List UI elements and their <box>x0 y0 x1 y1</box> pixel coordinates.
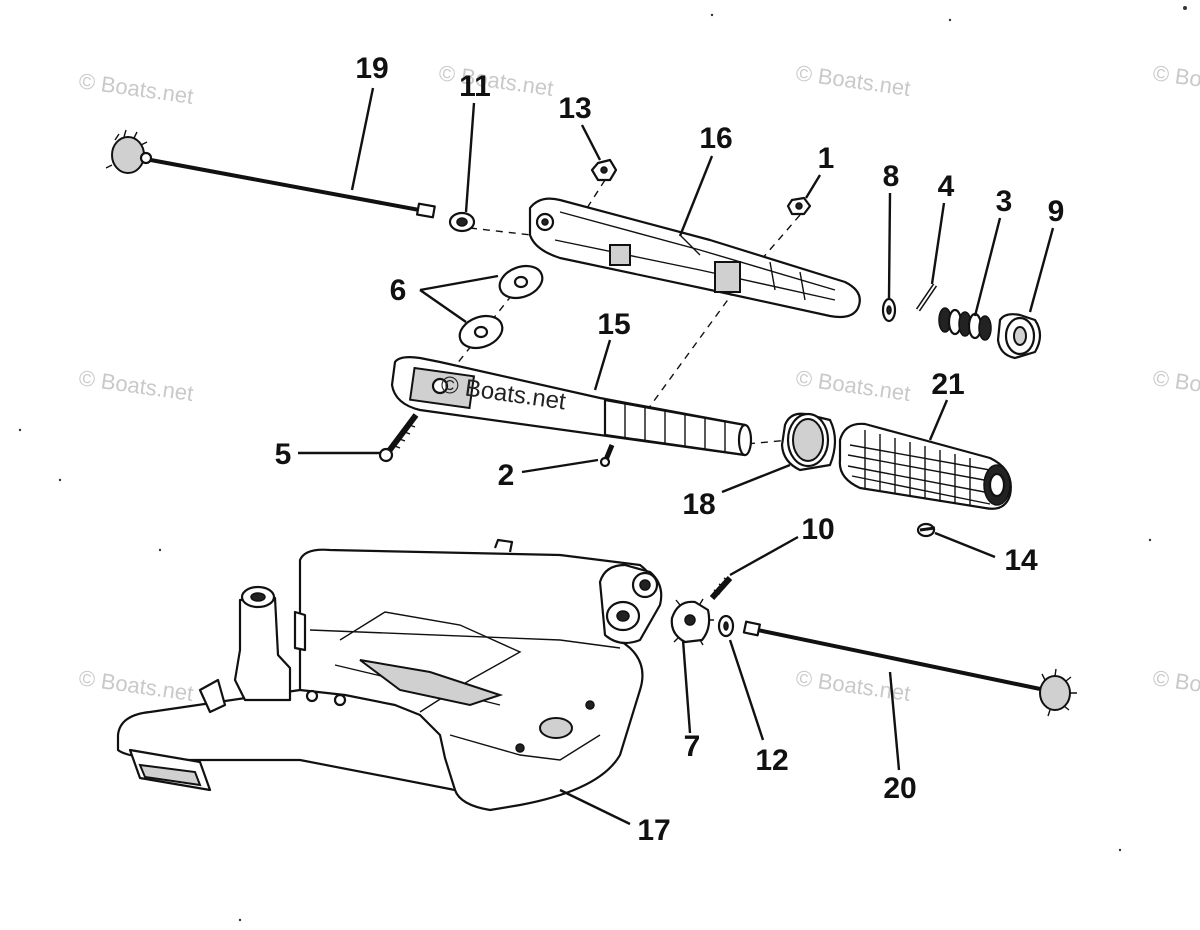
callout-17: 17 <box>637 814 670 847</box>
part-9-cap <box>996 313 1042 360</box>
part-6-washers <box>458 264 544 350</box>
part-16-upper-handle <box>528 197 861 319</box>
callout-16: 16 <box>699 122 732 155</box>
callout-7: 7 <box>684 730 701 763</box>
part-13-nut <box>590 158 618 182</box>
watermark-text: © Boats.net <box>1151 60 1200 101</box>
callout-8: 8 <box>883 160 900 193</box>
part-3-spring <box>938 307 992 341</box>
watermark-text: © Boats.net <box>77 365 195 406</box>
callout-6: 6 <box>390 274 407 307</box>
part-10-screw <box>709 575 733 601</box>
callout-20: 20 <box>883 772 916 805</box>
watermark-text: © Boats.net <box>1151 665 1200 706</box>
callout-2: 2 <box>498 459 515 492</box>
part-12-washer <box>717 614 735 638</box>
part-19-rod <box>105 129 436 219</box>
scan-specks <box>18 6 1187 922</box>
watermark-text: © Boats.net <box>794 365 912 406</box>
callout-11: 11 <box>459 70 491 103</box>
part-2-screw <box>599 444 615 468</box>
part-5-screw <box>378 413 419 463</box>
part-11-bushing <box>448 211 476 233</box>
part-20-rod <box>742 620 1077 717</box>
callout-5: 5 <box>275 438 292 471</box>
part-4-pin <box>915 283 938 312</box>
callout-14: 14 <box>1004 544 1038 577</box>
callout-labels: 19 11 13 16 1 8 4 3 9 6 15 21 5 2 18 10 … <box>275 52 1065 847</box>
watermark-text: © Boats.net <box>794 60 912 101</box>
part-17-bracket <box>116 538 663 812</box>
part-14-screw <box>916 522 936 538</box>
callout-18: 18 <box>682 488 715 521</box>
callout-12: 12 <box>755 744 788 777</box>
part-8-washer <box>881 297 897 323</box>
callout-15: 15 <box>597 308 630 341</box>
watermark-text: © Boats.net <box>77 68 195 109</box>
part-18-sleeve <box>780 412 837 472</box>
watermark-text: © Boats.net <box>794 665 912 706</box>
watermark-text: © Boats.net <box>1151 365 1200 406</box>
leader-lines <box>298 87 1055 826</box>
callout-1: 1 <box>818 142 835 175</box>
callout-4: 4 <box>938 170 955 203</box>
callout-10: 10 <box>801 513 834 546</box>
callout-13: 13 <box>558 92 591 125</box>
watermark-text: © Boats.net <box>77 665 195 706</box>
callout-9: 9 <box>1048 195 1065 228</box>
watermark-text: © Boats.net <box>437 60 555 101</box>
part-1-nut <box>786 196 812 216</box>
callout-3: 3 <box>996 185 1013 218</box>
part-15-lower-handle <box>390 356 753 457</box>
part-21-grip <box>838 422 1012 510</box>
part-7-knob <box>670 598 714 646</box>
callout-19: 19 <box>355 52 388 85</box>
callout-21: 21 <box>931 368 964 401</box>
